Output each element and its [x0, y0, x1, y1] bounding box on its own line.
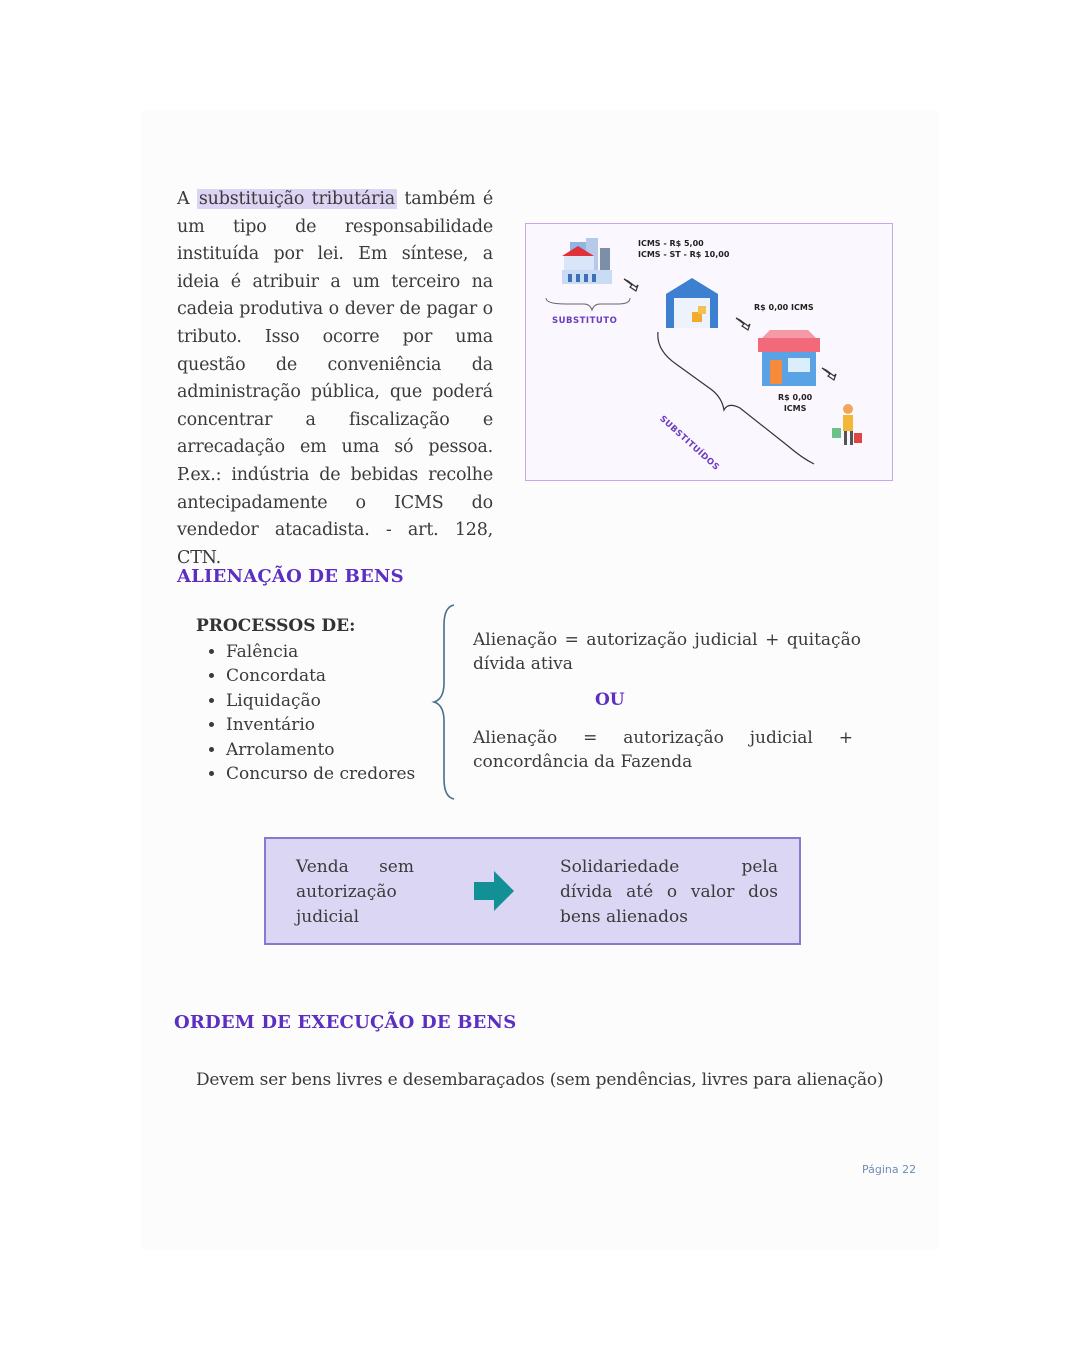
word: =	[583, 728, 598, 748]
list-item: Liquidação	[226, 689, 415, 713]
substituto-brace	[545, 297, 631, 312]
list-item: Inventário	[226, 713, 415, 737]
word: autorização	[586, 630, 688, 650]
highlighted-term: substituição tributária	[196, 189, 397, 209]
curly-brace-icon	[431, 604, 455, 800]
consequence-box: Venda sem autorização judicial Solidarie…	[264, 837, 801, 945]
store-icon	[758, 330, 820, 386]
option-2: Alienação = autorização judicial + conco…	[473, 726, 853, 774]
word: quitação	[786, 630, 861, 650]
list-item: Arrolamento	[226, 738, 415, 762]
word: =	[564, 630, 579, 650]
intro-paragraph: A substituição tributária também é um ti…	[177, 186, 493, 572]
warehouse-icon	[666, 278, 718, 328]
execucao-text: Devem ser bens livres e desembaraçados (…	[196, 1070, 884, 1090]
option-1-line-2: dívida ativa	[473, 654, 573, 674]
right-arrow-icon	[474, 871, 514, 911]
word: judicial	[694, 630, 758, 650]
option-2-line-1: Alienação = autorização judicial +	[473, 726, 853, 750]
figure-illustration	[545, 238, 862, 465]
list-item: Falência	[226, 640, 415, 664]
store-value-line-2: ICMS	[783, 404, 807, 413]
intro-text: também é um tipo de responsabilidade ins…	[177, 189, 493, 568]
store-icms-value: R$ 0,00 ICMS	[778, 392, 812, 414]
word: autorização	[623, 728, 724, 748]
list-item: Concurso de credores	[226, 762, 415, 786]
option-1: Alienação = autorização judicial + quita…	[473, 628, 861, 676]
word: +	[765, 630, 780, 650]
option-2-line-2: concordância da Fazenda	[473, 752, 693, 772]
icms-line-2: ICMS - ST - R$ 10,00	[638, 250, 730, 259]
substituto-label: SUBSTITUTO	[552, 316, 618, 326]
option-1-line-1: Alienação = autorização judicial + quita…	[473, 628, 861, 652]
processes-title: PROCESSOS DE:	[196, 616, 356, 636]
word: judicial	[749, 728, 813, 748]
flow-arrows	[623, 278, 837, 381]
intro-prefix: A	[177, 189, 197, 209]
consequence-left-text: Venda sem autorização judicial	[296, 857, 414, 927]
alienacao-heading: ALIENAÇÃO DE BENS	[177, 566, 404, 587]
word: Alienação	[473, 630, 558, 650]
execucao-heading: ORDEM DE EXECUÇÃO DE BENS	[174, 1012, 517, 1033]
store-value-line-1: R$ 0,00	[778, 393, 813, 402]
processes-list: Falência Concordata Liquidação Inventári…	[206, 640, 415, 786]
warehouse-icms-value: R$ 0,00 ICMS	[754, 303, 814, 312]
tax-substitution-figure: ICMS - R$ 5,00 ICMS - ST - R$ 10,00 R$ 0…	[525, 223, 893, 481]
substituidos-brace	[657, 331, 815, 465]
consequence-right-text: Solidariedade pela dívida até o valor do…	[560, 857, 778, 927]
factory-icon	[562, 238, 612, 284]
page-number: Página 22	[862, 1163, 917, 1176]
list-item: Concordata	[226, 664, 415, 688]
word: Alienação	[473, 728, 558, 748]
word: +	[838, 728, 853, 748]
icms-line-1: ICMS - R$ 5,00	[638, 239, 704, 248]
or-label: OU	[595, 690, 625, 710]
shopper-icon	[832, 404, 862, 445]
